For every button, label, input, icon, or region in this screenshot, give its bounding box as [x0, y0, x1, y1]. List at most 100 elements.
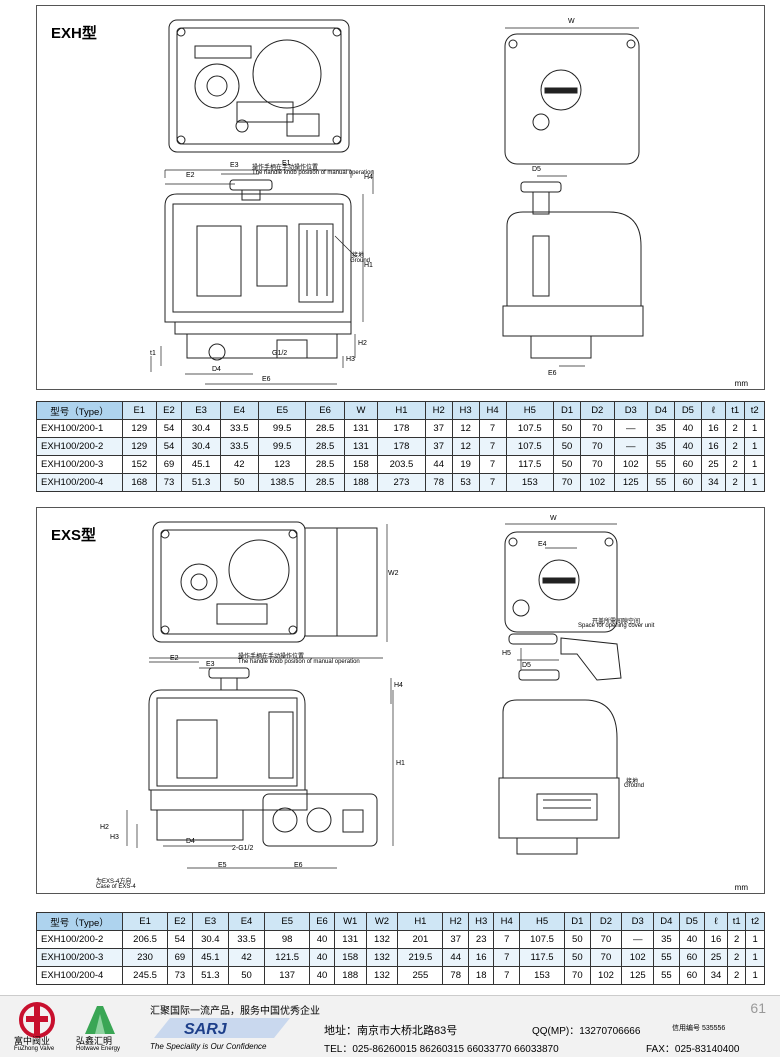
exs-col-header: H4	[493, 912, 520, 931]
exs-col-header: D2	[589, 912, 623, 931]
value-cell: 107.5	[505, 419, 555, 438]
exh-h1-label: H1	[364, 262, 373, 269]
exs-e3-label: E3	[206, 661, 215, 668]
value-cell: 1	[745, 948, 765, 967]
value-cell: 132	[365, 930, 399, 949]
exh-d4-label: D4	[212, 366, 221, 373]
value-cell: 131	[343, 437, 379, 456]
value-cell: 53	[451, 473, 480, 492]
model-cell: EXH100/200-3	[36, 455, 123, 474]
value-cell: 206.5	[121, 930, 169, 949]
value-cell: 7	[493, 948, 520, 967]
value-cell: 99.5	[257, 437, 307, 456]
value-cell: 55	[647, 473, 675, 492]
exh-t1-label: t1	[150, 350, 156, 357]
value-cell: 2	[724, 437, 746, 456]
value-cell: 55	[653, 948, 680, 967]
exh-title: EXH型	[51, 25, 97, 42]
value-cell: 125	[613, 473, 649, 492]
exs-col-header: H2	[442, 912, 469, 931]
value-cell: 178	[377, 419, 426, 438]
fuzhong-logo-icon	[19, 1002, 55, 1038]
value-cell: 60	[678, 966, 706, 985]
value-cell: 245.5	[121, 966, 169, 985]
page-number: 61	[750, 1000, 766, 1016]
exh-col-header: t1	[724, 401, 746, 420]
value-cell: 7	[493, 966, 520, 985]
value-cell: 1	[745, 966, 765, 985]
exs-h4-label: H4	[394, 682, 403, 689]
exs-col-header: D5	[678, 912, 706, 931]
value-cell: 230	[121, 948, 169, 967]
value-cell: —	[613, 419, 649, 438]
value-cell: 28.5	[305, 473, 345, 492]
exh-dimensions	[150, 27, 639, 385]
exs-ground-en: Ground	[624, 783, 645, 789]
exh-col-header: t2	[744, 401, 765, 420]
value-cell: 33.5	[219, 437, 259, 456]
value-cell: 50	[553, 419, 582, 438]
exs-units: mm	[734, 883, 748, 892]
value-cell: 1	[744, 437, 765, 456]
exs-g-label: 2-G1/2	[232, 845, 254, 852]
value-cell: 1	[744, 455, 765, 474]
value-cell: 129	[122, 419, 157, 438]
value-cell: 107.5	[518, 930, 566, 949]
value-cell: 2	[726, 948, 747, 967]
value-cell: 219.5	[397, 948, 444, 967]
value-cell: 117.5	[505, 455, 555, 474]
svg-text:SARJ: SARJ	[184, 1021, 228, 1038]
value-cell: 70	[589, 948, 623, 967]
value-cell: 35	[647, 437, 675, 456]
exh-ground-en: Ground	[350, 258, 371, 264]
value-cell: 44	[442, 948, 469, 967]
value-cell: 70	[589, 930, 623, 949]
value-cell: 1	[744, 473, 765, 492]
value-cell: 102	[621, 948, 655, 967]
value-cell: 50	[564, 930, 591, 949]
value-cell: 123	[257, 455, 307, 474]
value-cell: 12	[451, 437, 480, 456]
exs-col-header: D1	[564, 912, 591, 931]
exh-col-header: ℓ	[700, 401, 726, 420]
value-cell: 7	[493, 930, 520, 949]
value-cell: 51.3	[191, 966, 229, 985]
exh-drawing-panel: EXH型	[36, 5, 765, 390]
value-cell: 69	[167, 948, 193, 967]
value-cell: 55	[647, 455, 675, 474]
exh-col-header: H2	[424, 401, 453, 420]
value-cell: 60	[673, 455, 702, 474]
exs-col-header: E4	[227, 912, 266, 931]
value-cell: 12	[451, 419, 480, 438]
value-cell: 152	[122, 455, 157, 474]
exh-h3-label: H3	[346, 356, 355, 363]
exs-col-header: E6	[309, 912, 335, 931]
value-cell: 40	[673, 437, 702, 456]
value-cell: 137	[264, 966, 311, 985]
exh-top-view	[168, 19, 350, 153]
exs-col-header: E1	[121, 912, 169, 931]
value-cell: 34	[700, 473, 726, 492]
exh-col-header: W	[343, 401, 379, 420]
value-cell: 131	[343, 419, 379, 438]
exs-col-header: t2	[745, 912, 765, 931]
exh-e2-label: E2	[186, 172, 195, 179]
value-cell: 35	[647, 419, 675, 438]
exh-handle-en: The handle knob position of manual opera…	[252, 170, 374, 176]
exh-col-header: E5	[257, 401, 307, 420]
value-cell: 45.1	[191, 948, 229, 967]
value-cell: 2	[724, 455, 746, 474]
value-cell: 28.5	[305, 455, 345, 474]
exh-e6-side-label: E6	[548, 370, 557, 377]
exh-col-header: D1	[553, 401, 582, 420]
model-cell: EXH100/200-4	[36, 473, 123, 492]
value-cell: 2	[724, 473, 746, 492]
exh-drawing	[150, 19, 644, 385]
value-cell: 2	[724, 419, 746, 438]
